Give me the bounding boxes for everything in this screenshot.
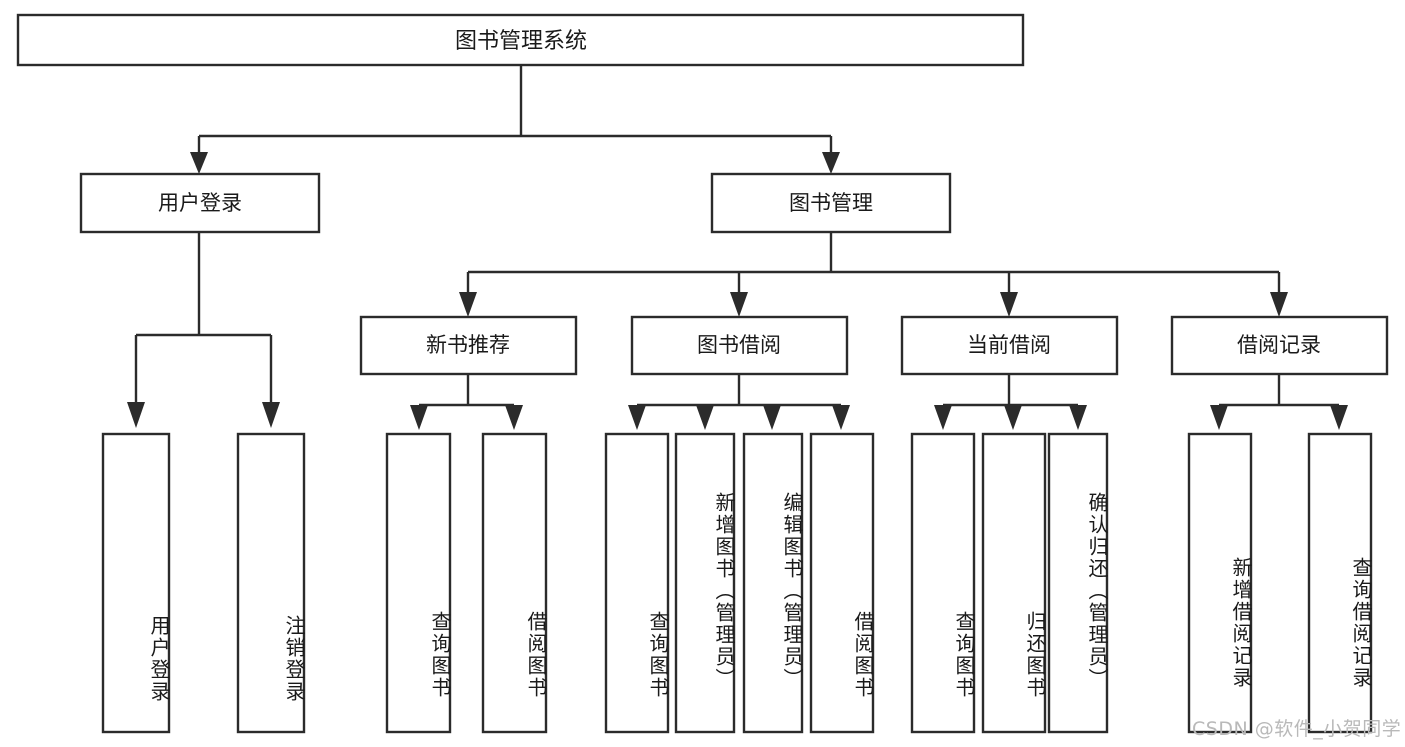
node-label-user-login: 用户登录	[158, 191, 242, 215]
node-layer: 图书管理系统 用户登录 图书管理 新书推荐 图书借阅 当前借阅 借阅记录	[16, 13, 1389, 734]
arrow-leaf-query-record	[1330, 405, 1348, 430]
arrow-to-book-management	[822, 152, 840, 174]
arrow-to-current-borrow	[1000, 292, 1018, 317]
arrow-leaf-user-login	[127, 402, 145, 428]
node-box-borrow-record[interactable]	[1170, 315, 1389, 376]
node-label-book-borrow: 图书借阅	[697, 333, 781, 357]
arrow-leaf-confirm-return	[1069, 405, 1087, 430]
node-label-borrow-record: 借阅记录	[1237, 333, 1321, 357]
arrow-leaf-edit-book	[763, 405, 781, 430]
node-label-new-book-recommend: 新书推荐	[426, 333, 510, 357]
arrow-leaf-add-record	[1210, 405, 1228, 430]
arrow-to-book-borrow	[730, 292, 748, 317]
node-box-leaf-user-login[interactable]	[101, 432, 171, 734]
arrow-leaf-add-book	[696, 405, 714, 430]
node-box-leaf-query-record[interactable]	[1307, 432, 1373, 734]
arrow-to-new-book-recommend	[459, 292, 477, 317]
arrow-leaf-query-book-3	[934, 405, 952, 430]
node-box-leaf-borrow-book-1[interactable]	[481, 432, 548, 734]
node-box-leaf-edit-book[interactable]	[742, 432, 804, 734]
arrow-leaf-borrow-book-2	[832, 405, 850, 430]
node-box-book-borrow[interactable]	[630, 315, 849, 376]
node-box-leaf-logout-login[interactable]	[236, 432, 306, 734]
node-box-leaf-return-book[interactable]	[981, 432, 1047, 734]
node-box-book-management[interactable]	[710, 172, 952, 234]
node-box-root[interactable]	[16, 13, 1025, 67]
arrow-leaf-return-book	[1004, 405, 1022, 430]
node-box-leaf-add-book[interactable]	[674, 432, 736, 734]
arrow-leaf-borrow-book-1	[505, 405, 523, 430]
node-box-leaf-query-book-2[interactable]	[604, 432, 670, 734]
node-label-book-management: 图书管理	[789, 191, 873, 215]
arrow-leaf-logout-login	[262, 402, 280, 428]
arrow-leaf-query-book-1	[410, 405, 428, 430]
arrow-leaf-query-book-2	[628, 405, 646, 430]
connector-layer	[127, 65, 1348, 430]
node-box-leaf-query-book-1[interactable]	[385, 432, 452, 734]
node-box-user-login[interactable]	[79, 172, 321, 234]
node-box-leaf-query-book-3[interactable]	[910, 432, 976, 734]
node-box-leaf-add-record[interactable]	[1187, 432, 1253, 734]
node-label-current-borrow: 当前借阅	[967, 333, 1051, 357]
node-box-leaf-borrow-book-2[interactable]	[809, 432, 875, 734]
node-box-current-borrow[interactable]	[900, 315, 1119, 376]
csdn-watermark: CSDN @软件_小贺同学	[1192, 718, 1402, 740]
arrow-to-borrow-record	[1270, 292, 1288, 317]
node-box-leaf-confirm-return[interactable]	[1047, 432, 1109, 734]
node-box-new-book-recommend[interactable]	[359, 315, 578, 376]
node-label-root: 图书管理系统	[455, 29, 587, 54]
arrow-to-user-login	[190, 152, 208, 174]
